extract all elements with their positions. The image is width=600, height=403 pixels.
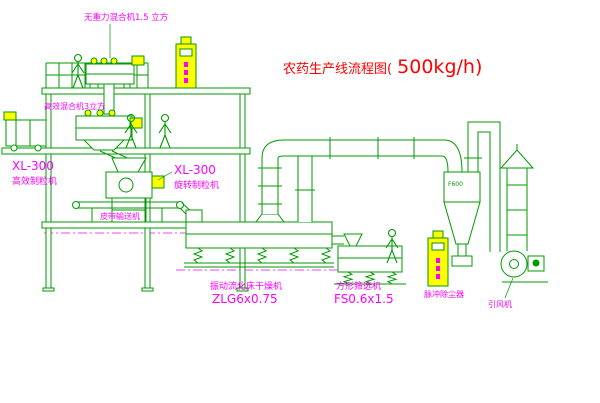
- drawing-title: 农药生产线流程图( 500kg/h): [283, 56, 482, 78]
- fluid-bed-dryer: [184, 209, 344, 268]
- label-high-efficiency-mixer: 高效混合机3立方: [44, 101, 105, 111]
- pulse-dust-collector: [499, 144, 535, 251]
- label-rotary-granulator-name: 旋转制粒机: [174, 179, 219, 191]
- label-rotary-granulator-model: XL-300: [174, 163, 216, 177]
- label-dryer-model: ZLG6x0.75: [212, 292, 278, 306]
- annotation-cyclone-diameter: F600: [448, 181, 463, 188]
- gravity-free-mixer: [85, 55, 145, 115]
- cyclone-separator: [443, 121, 501, 267]
- label-belt-conveyor: 皮带输送机: [100, 211, 140, 221]
- cyclone-outlet-pipe: [467, 121, 501, 252]
- label-induced-draft-fan: 引风机: [488, 299, 512, 309]
- high-efficiency-mixer: [75, 109, 143, 161]
- centerlines: [44, 232, 342, 271]
- exhaust-duct: [255, 137, 463, 223]
- leader-lines: [109, 24, 514, 299]
- control-cabinet-right: [427, 230, 449, 287]
- dryer-second-stack: [298, 156, 312, 222]
- rain-cap: [499, 149, 535, 169]
- label-dryer-name: 振动流化床干燥机: [210, 280, 282, 292]
- label-left-granulator-model: XL-300: [12, 159, 54, 173]
- mixer-drop-pipe: [103, 83, 115, 115]
- label-sifter-model: FS0.6x1.5: [334, 292, 394, 306]
- control-cabinet-top: [175, 36, 197, 89]
- label-left-granulator-name: 高效制粒机: [12, 175, 57, 187]
- square-sifter: [334, 233, 406, 285]
- drawing-title-prefix: 农药生产线流程图(: [283, 62, 392, 77]
- label-sifter-name: 方形筛选机: [336, 280, 381, 292]
- induced-draft-fan: [500, 250, 548, 283]
- drawing-title-capacity: 500kg/h): [397, 56, 482, 78]
- left-granulator: [3, 111, 47, 152]
- label-pulse-dust-collector: 脉冲除尘器: [424, 289, 464, 299]
- rotary-granulator: [105, 157, 165, 222]
- label-gravity-free-mixer: 无重力混合机1.5 立方: [84, 12, 168, 23]
